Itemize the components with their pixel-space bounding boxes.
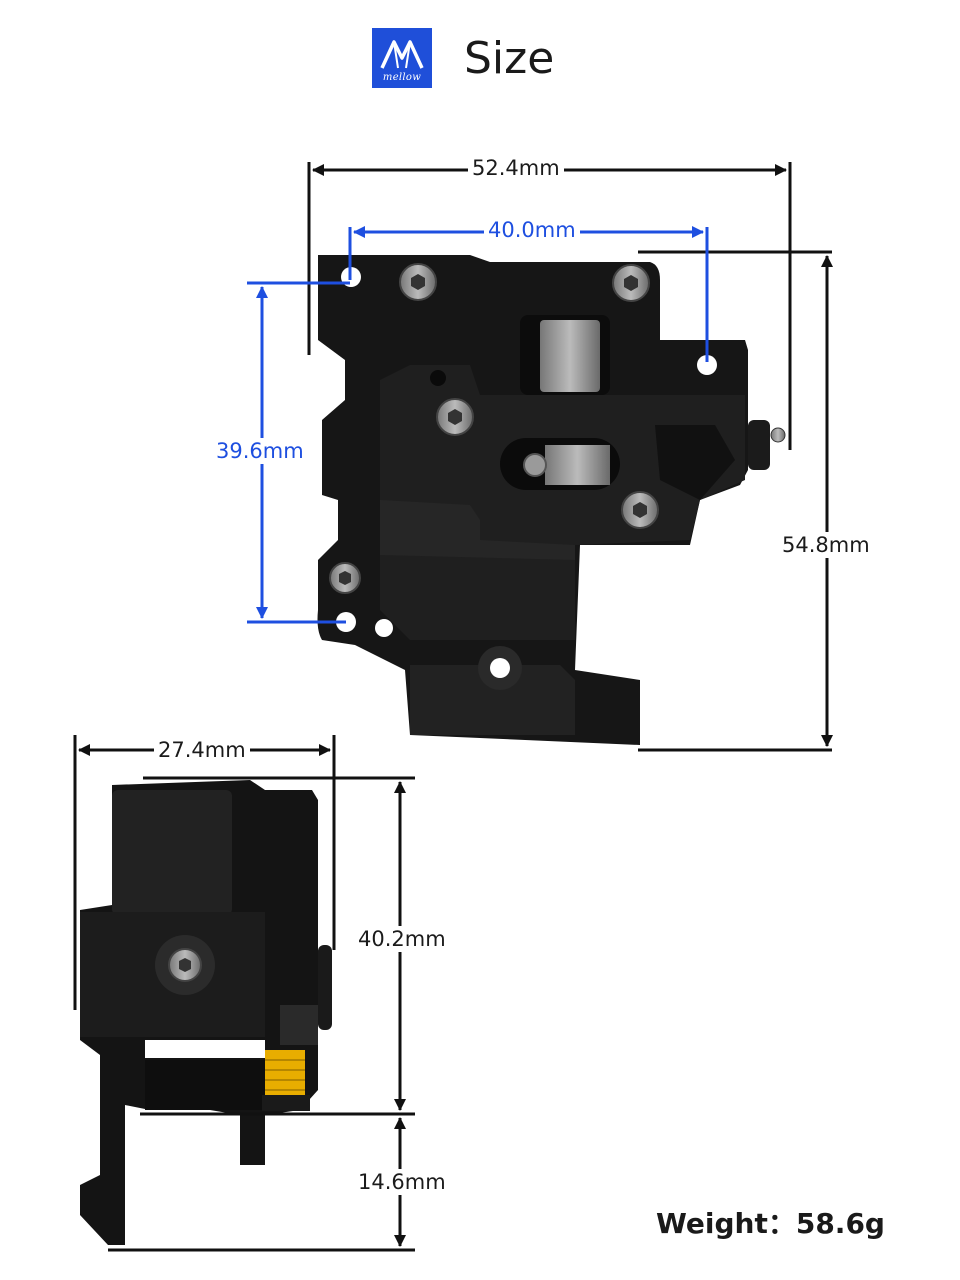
bottom-block [410, 665, 575, 735]
dimension-side-width: 27.4mm [154, 737, 250, 763]
bottom-mount-hole-icon [490, 658, 510, 678]
front-top-plate [380, 365, 745, 640]
logo-wordmark: mellow [382, 72, 422, 83]
idler-bearing [540, 320, 600, 392]
side-upper-block [112, 790, 232, 915]
page-title: Size [464, 32, 555, 84]
side-fitting [318, 945, 332, 1030]
screw-sockets [339, 274, 647, 585]
extruder-side-view [80, 780, 332, 1245]
dimension-side-upper-height: 40.2mm [354, 926, 450, 952]
extruder-front-view [317, 255, 786, 745]
mount-hole-icon [697, 355, 717, 375]
blue-dimension-lines [247, 226, 709, 624]
dimension-hole-spacing-vertical: 39.6mm [212, 438, 308, 464]
weight-label: Weight：58.6g [656, 1207, 885, 1240]
dimension-top-width: 52.4mm [468, 155, 564, 181]
mellow-logo: mellow [372, 28, 432, 88]
drive-gear [545, 445, 610, 485]
mellow-logo-mark-icon [380, 40, 424, 69]
dimension-hole-spacing-horizontal: 40.0mm [484, 217, 580, 243]
mount-hole-icon [375, 619, 393, 637]
filament-hole-icon [523, 453, 547, 477]
header: mellow Size [372, 28, 554, 88]
dimension-side-lower-height: 14.6mm [354, 1169, 450, 1195]
filament-fitting [748, 420, 770, 470]
dimension-total-height: 54.8mm [778, 532, 874, 558]
black-dimension-lines [73, 162, 833, 1252]
